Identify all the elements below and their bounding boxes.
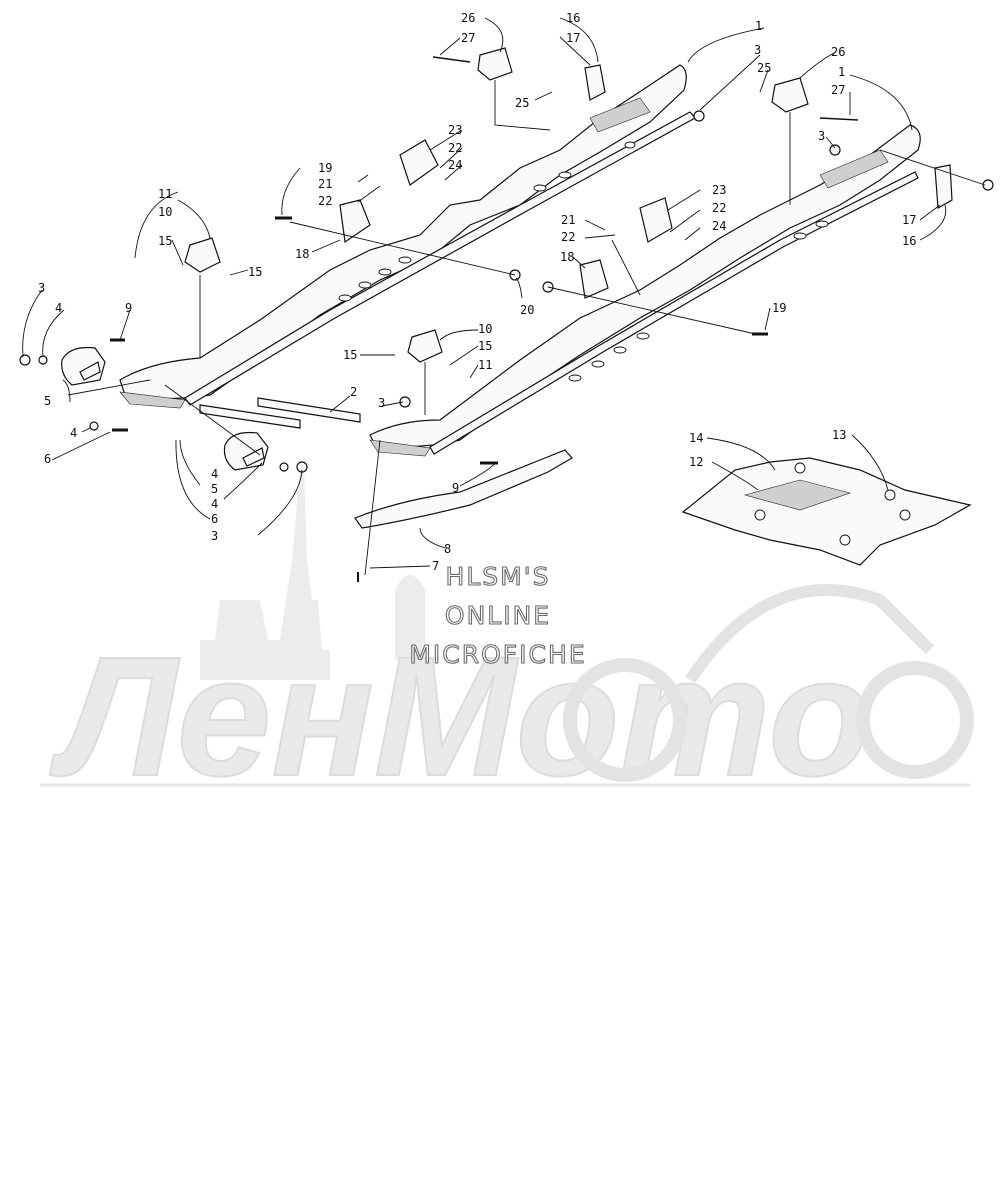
callout-13: 13 (832, 428, 846, 442)
callout-9: 9 (125, 301, 132, 315)
callout-24: 24 (448, 158, 462, 172)
callout-2: 2 (350, 385, 357, 399)
right-slide-rail (369, 124, 921, 457)
callout-15: 15 (158, 234, 172, 248)
dome-silhouette (395, 575, 425, 660)
callout-25: 25 (757, 61, 771, 75)
watermark-line-2: ONLINE (445, 601, 551, 630)
callout-11: 11 (158, 187, 172, 201)
callout-22: 22 (561, 230, 575, 244)
callout-17: 17 (902, 213, 916, 227)
brackets (339, 64, 953, 299)
callout-14: 14 (689, 431, 703, 445)
callout-1: 1 (838, 65, 845, 79)
callout-5: 5 (44, 394, 51, 408)
callout-15: 15 (478, 339, 492, 353)
callout-24: 24 (712, 219, 726, 233)
wear-strip (354, 449, 573, 529)
callout-4: 4 (55, 301, 62, 315)
bike-frame (685, 584, 935, 684)
callout-8: 8 (444, 542, 451, 556)
callout-22: 22 (448, 141, 462, 155)
callout-19: 19 (318, 161, 332, 175)
cross-shafts (199, 397, 361, 429)
watermark-logo: ЛенМото (40, 470, 974, 813)
leader-lines (22, 17, 986, 576)
callout-27: 27 (831, 83, 845, 97)
callout-6: 6 (44, 452, 51, 466)
watermark-text: HLSM'S ONLINE MICROFICHE (409, 561, 586, 669)
callout-25: 25 (515, 96, 529, 110)
callout-23: 23 (448, 123, 462, 137)
watermark-line-1: HLSM'S (446, 562, 551, 591)
callout-4: 4 (211, 497, 218, 511)
callout-numbers: 1 1 2 3 3 3 3 3 3 4 4 4 4 5 5 6 6 7 8 9 … (38, 11, 916, 573)
left-end-wheel (61, 346, 106, 386)
callout-12: 12 (689, 455, 703, 469)
spire-silhouette (200, 470, 330, 680)
watermark-line-3: MICROFICHE (409, 640, 586, 669)
callout-4: 4 (211, 467, 218, 481)
callout-7: 7 (432, 559, 439, 573)
callout-3: 3 (38, 281, 45, 295)
callout-27: 27 (461, 31, 475, 45)
track-section (681, 457, 972, 566)
callout-15: 15 (343, 348, 357, 362)
callout-20: 20 (520, 303, 534, 317)
callout-10: 10 (478, 322, 492, 336)
callout-3: 3 (818, 129, 825, 143)
left-slide-rail (119, 64, 696, 409)
callout-22: 22 (712, 201, 726, 215)
callout-6: 6 (211, 512, 218, 526)
callout-21: 21 (318, 177, 332, 191)
callout-18: 18 (295, 247, 309, 261)
left-rail-slots (338, 141, 636, 302)
callout-11: 11 (478, 358, 492, 372)
callout-26: 26 (831, 45, 845, 59)
callout-22: 22 (318, 194, 332, 208)
callout-18: 18 (560, 250, 574, 264)
callout-21: 21 (561, 213, 575, 227)
callout-16: 16 (902, 234, 916, 248)
right-end-wheel (223, 431, 269, 471)
callout-3: 3 (211, 529, 218, 543)
callout-26: 26 (461, 11, 475, 25)
callout-3: 3 (754, 43, 761, 57)
wheel-right (856, 661, 974, 779)
callout-9: 9 (452, 481, 459, 495)
watermark-logo-text: ЛенМото (49, 622, 872, 812)
right-rail-slots (568, 220, 829, 382)
callout-10: 10 (158, 205, 172, 219)
callout-4: 4 (70, 426, 77, 440)
callout-15: 15 (248, 265, 262, 279)
callout-19: 19 (772, 301, 786, 315)
callout-1: 1 (755, 19, 762, 33)
bumper-blocks (184, 47, 809, 363)
callout-16: 16 (566, 11, 580, 25)
callout-5: 5 (211, 482, 218, 496)
callout-23: 23 (712, 183, 726, 197)
callout-17: 17 (566, 31, 580, 45)
callout-3: 3 (378, 396, 385, 410)
wheel-left (563, 658, 687, 782)
